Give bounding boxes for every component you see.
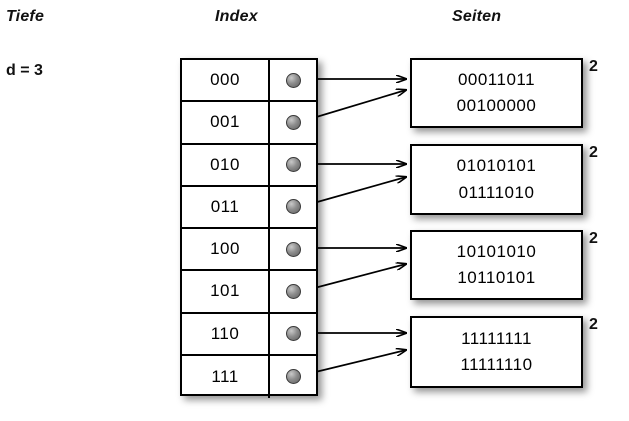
pointer-dot-icon [285, 326, 301, 342]
page-local-depth: 2 [589, 230, 598, 247]
table-row[interactable]: 001 [182, 102, 316, 145]
table-row[interactable]: 111 [182, 355, 316, 398]
global-depth-label: d = 3 [6, 62, 43, 79]
page-local-depth: 2 [589, 58, 598, 75]
index-pointer-cell[interactable] [270, 314, 316, 354]
index-pointer-cell[interactable] [270, 356, 316, 398]
page-record: 10110101 [457, 268, 536, 287]
table-row[interactable]: 010 [182, 144, 316, 187]
link-001-page1 [302, 90, 406, 122]
page-record: 11111110 [460, 355, 533, 374]
pointer-dot-icon [285, 369, 301, 385]
index-key: 101 [182, 271, 270, 312]
index-key: 111 [182, 355, 270, 398]
page-box[interactable]: 00011011 00100000 [410, 58, 583, 128]
page-record: 01010101 [456, 156, 537, 176]
page-record: 01111010 [458, 182, 535, 202]
page-box[interactable]: 10101010 10110101 [410, 230, 583, 300]
page-local-depth: 2 [589, 316, 598, 333]
index-key: 000 [182, 60, 270, 101]
index-key: 010 [182, 144, 270, 185]
page-local-depth: 2 [589, 144, 598, 161]
pointer-dot-icon [285, 241, 301, 257]
index-key: 110 [182, 313, 270, 354]
index-pointer-cell[interactable] [270, 102, 316, 142]
index-pointer-cell[interactable] [270, 229, 316, 269]
link-101-page3 [302, 264, 406, 292]
link-011-page2 [302, 177, 406, 207]
page-box[interactable]: 01010101 01111010 [410, 144, 583, 215]
index-table: 000 001 010 011 100 101 110 111 [180, 58, 318, 398]
index-pointer-cell[interactable] [270, 60, 316, 100]
index-pointer-cell[interactable] [270, 187, 316, 227]
table-row[interactable]: 011 [182, 186, 316, 229]
index-pointer-cell[interactable] [270, 271, 316, 311]
column-header-pages: Seiten [452, 8, 502, 25]
page-box[interactable]: 11111111 11111110 [410, 316, 583, 388]
pointer-dot-icon [285, 157, 301, 173]
page-record: 00100000 [456, 96, 537, 115]
link-111-page4 [302, 350, 406, 376]
index-pointer-cell[interactable] [270, 145, 316, 185]
table-row[interactable]: 000 [182, 60, 316, 103]
table-row[interactable]: 100 [182, 229, 316, 272]
index-key: 100 [182, 229, 270, 270]
table-row[interactable]: 101 [182, 271, 316, 314]
pointer-dot-icon [285, 199, 301, 215]
column-header-index: Index [215, 8, 258, 25]
index-key: 001 [182, 102, 270, 143]
page-record: 00011011 [457, 69, 536, 89]
pointer-dot-icon [285, 283, 301, 299]
column-header-depth: Tiefe [6, 8, 45, 25]
index-key: 011 [182, 186, 270, 227]
table-row[interactable]: 110 [182, 313, 316, 356]
pointer-dot-icon [285, 114, 301, 130]
page-record: 11111111 [461, 328, 532, 348]
pointer-dot-icon [285, 72, 301, 88]
page-record: 10101010 [456, 241, 537, 261]
